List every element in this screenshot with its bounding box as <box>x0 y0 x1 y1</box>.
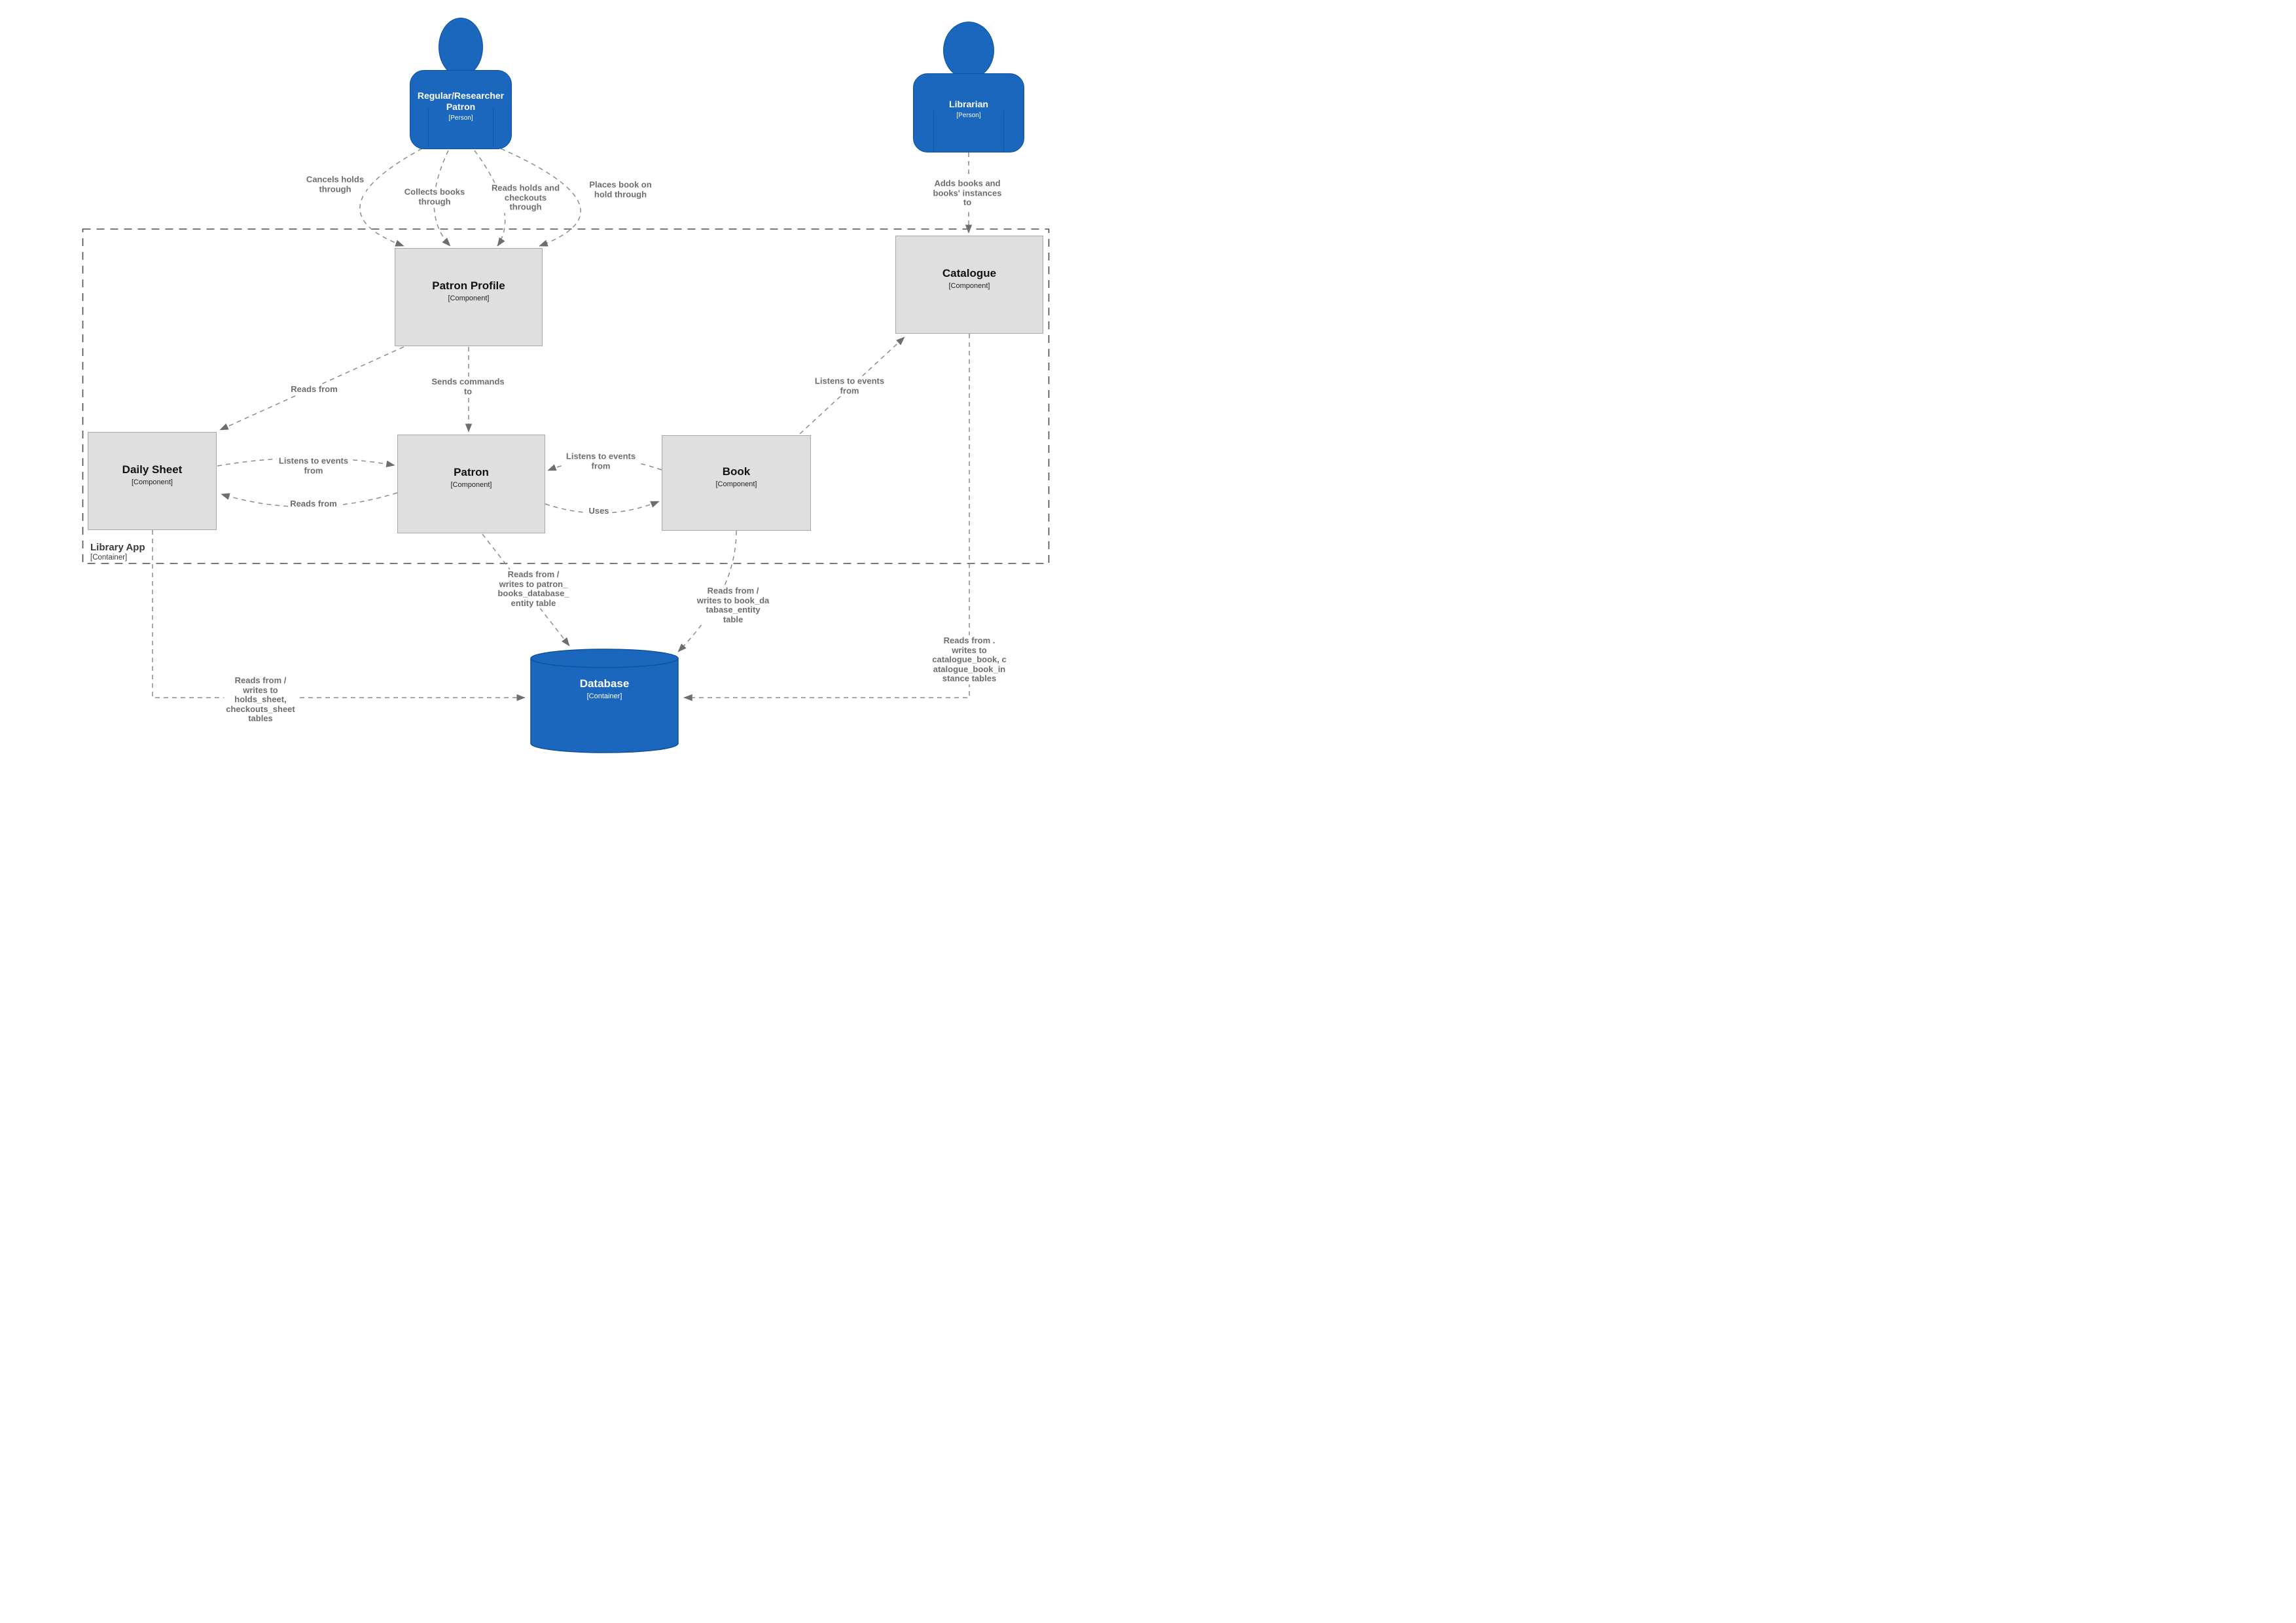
edge-patron-uses-book <box>545 501 660 514</box>
person-arm-left <box>428 108 429 147</box>
component-title: Book <box>722 465 751 478</box>
edge-label-sends-commands: Sends commands to <box>429 376 507 397</box>
person-arm-right <box>1003 111 1004 151</box>
database-type: [Container] <box>586 692 622 700</box>
edge-label-book-listens-catalogue: Listens to events from <box>812 376 887 397</box>
boundary-title: Library App <box>90 542 145 553</box>
component-title: Patron <box>454 466 489 478</box>
component-type: [Component] <box>450 481 492 489</box>
edge-dailysheet-db <box>152 530 526 702</box>
component-title: Patron Profile <box>432 279 505 292</box>
library-app-boundary <box>82 228 1050 564</box>
edge-label-adds-books: Adds books and books' instances to <box>931 178 1004 208</box>
database-cylinder-icon <box>530 649 679 753</box>
edge-label-collects-books: Collects books through <box>402 187 467 207</box>
component-type: [Component] <box>948 281 990 290</box>
edge-patron-listens-book <box>547 459 662 471</box>
component-title: Daily Sheet <box>122 463 183 476</box>
edge-label-patron-uses-book: Uses <box>586 505 611 517</box>
library-app-boundary-label: Library App [Container] <box>90 542 145 562</box>
edge-label-dailysheet-reads-patron: Reads from <box>288 498 339 510</box>
component-book: Book [Component] <box>662 435 811 531</box>
component-daily-sheet: Daily Sheet [Component] <box>88 432 217 530</box>
person-body: Librarian [Person] <box>913 73 1024 152</box>
edge-patron-listens-dailysheet <box>217 457 395 468</box>
component-type: [Component] <box>715 480 757 488</box>
edge-label-catalogue-db: Reads from . writes to catalogue_book, c… <box>930 635 1009 685</box>
edge-label-cancels-holds: Cancels holds through <box>304 174 367 195</box>
person-type: [Person] <box>956 112 981 119</box>
person-type: [Person] <box>448 114 473 122</box>
person-name: Regular/Researcher Patron <box>417 90 505 112</box>
boundary-type: [Container] <box>90 554 128 562</box>
component-catalogue: Catalogue [Component] <box>895 236 1043 334</box>
person-name: Librarian <box>949 99 988 109</box>
person-body: Regular/Researcher Patron [Person] <box>410 70 512 149</box>
component-patron-profile: Patron Profile [Component] <box>395 248 543 346</box>
edge-cancels-holds <box>359 148 423 247</box>
database-title: Database <box>579 677 630 690</box>
person-head-icon <box>439 18 483 77</box>
component-type: [Component] <box>132 478 173 486</box>
c4-library-app-diagram: Regular/Researcher Patron [Person] Libra… <box>0 0 1148 812</box>
edge-label-places-hold: Places book on hold through <box>587 179 654 200</box>
edge-catalogue-db <box>683 334 970 702</box>
person-head-icon <box>943 22 994 79</box>
component-type: [Component] <box>448 294 490 302</box>
edge-label-patron-db: Reads from / writes to patron_ books_dat… <box>495 569 571 609</box>
component-patron: Patron [Component] <box>397 435 545 533</box>
edge-label-patron-listens-book: Listens to events from <box>564 451 638 472</box>
edge-places-hold <box>500 148 581 247</box>
edge-label-reads-holds: Reads holds and checkouts through <box>489 183 562 213</box>
edge-label-dailysheet-db: Reads from / writes to holds_sheet, chec… <box>224 675 297 724</box>
container-database: Database [Container] <box>530 649 679 753</box>
edge-label-patron-listens-dailysheet: Listens to events from <box>276 455 351 476</box>
person-arm-left <box>933 111 934 151</box>
edge-label-book-db: Reads from / writes to book_da tabase_en… <box>694 586 772 625</box>
component-title: Catalogue <box>942 266 997 279</box>
edge-dailysheet-reads-patron <box>221 492 398 508</box>
edge-label-profile-reads-dailysheet: Reads from <box>289 383 340 395</box>
